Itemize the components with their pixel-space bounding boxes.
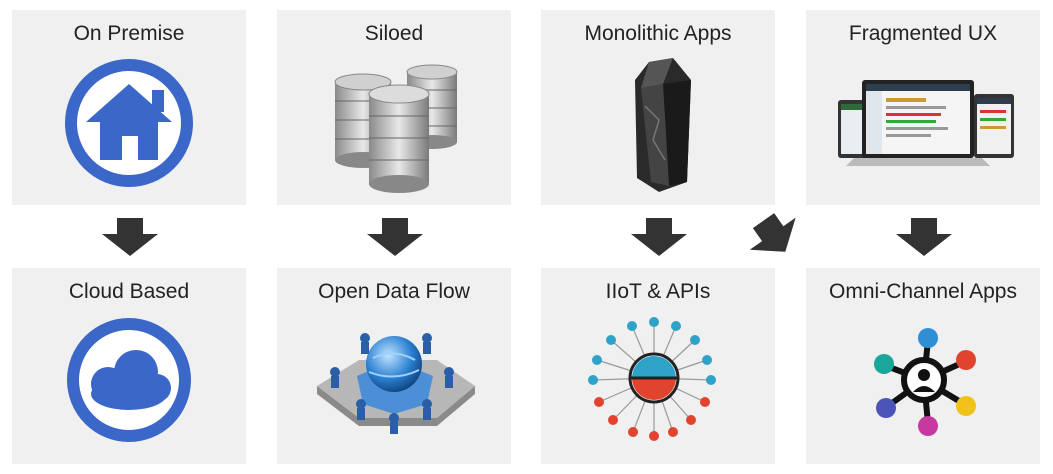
monolith-icon xyxy=(635,58,691,192)
card-label: Omni-Channel Apps xyxy=(829,280,1017,303)
arrow-down-icon xyxy=(896,218,952,256)
devices-icon xyxy=(838,80,1014,166)
arrow-down-icon xyxy=(367,218,423,256)
card-on-premise: On Premise xyxy=(12,10,246,205)
home-icon xyxy=(65,59,193,187)
card-fragmented-ux: Fragmented UX xyxy=(806,10,1040,205)
card-cloud-based: Cloud Based xyxy=(12,268,246,464)
database-icon xyxy=(334,64,458,193)
card-label: Monolithic Apps xyxy=(584,22,732,45)
card-siloed: Siloed xyxy=(277,10,511,205)
card-open-data-flow: Open Data Flow xyxy=(277,268,511,464)
card-monolithic-apps: Monolithic Apps xyxy=(541,10,775,205)
arrow-down-icon xyxy=(631,218,687,256)
card-omni-channel-apps: Omni-Channel Apps xyxy=(806,268,1040,464)
arrow-down-icon xyxy=(102,218,158,256)
card-label: On Premise xyxy=(73,22,185,45)
card-iiot-apis: IIoT & APIs xyxy=(541,268,775,464)
card-label: Siloed xyxy=(364,22,424,45)
omni-channel-hub-icon xyxy=(874,328,976,436)
globe-network-icon xyxy=(317,333,475,434)
card-label: Cloud Based xyxy=(68,280,190,303)
iot-hub-icon xyxy=(588,317,716,441)
arrow-diagonal-icon xyxy=(749,213,796,252)
card-label: IIoT & APIs xyxy=(605,280,711,303)
cloud-icon xyxy=(67,318,191,442)
card-label: Open Data Flow xyxy=(318,280,470,303)
card-label: Fragmented UX xyxy=(848,22,998,45)
